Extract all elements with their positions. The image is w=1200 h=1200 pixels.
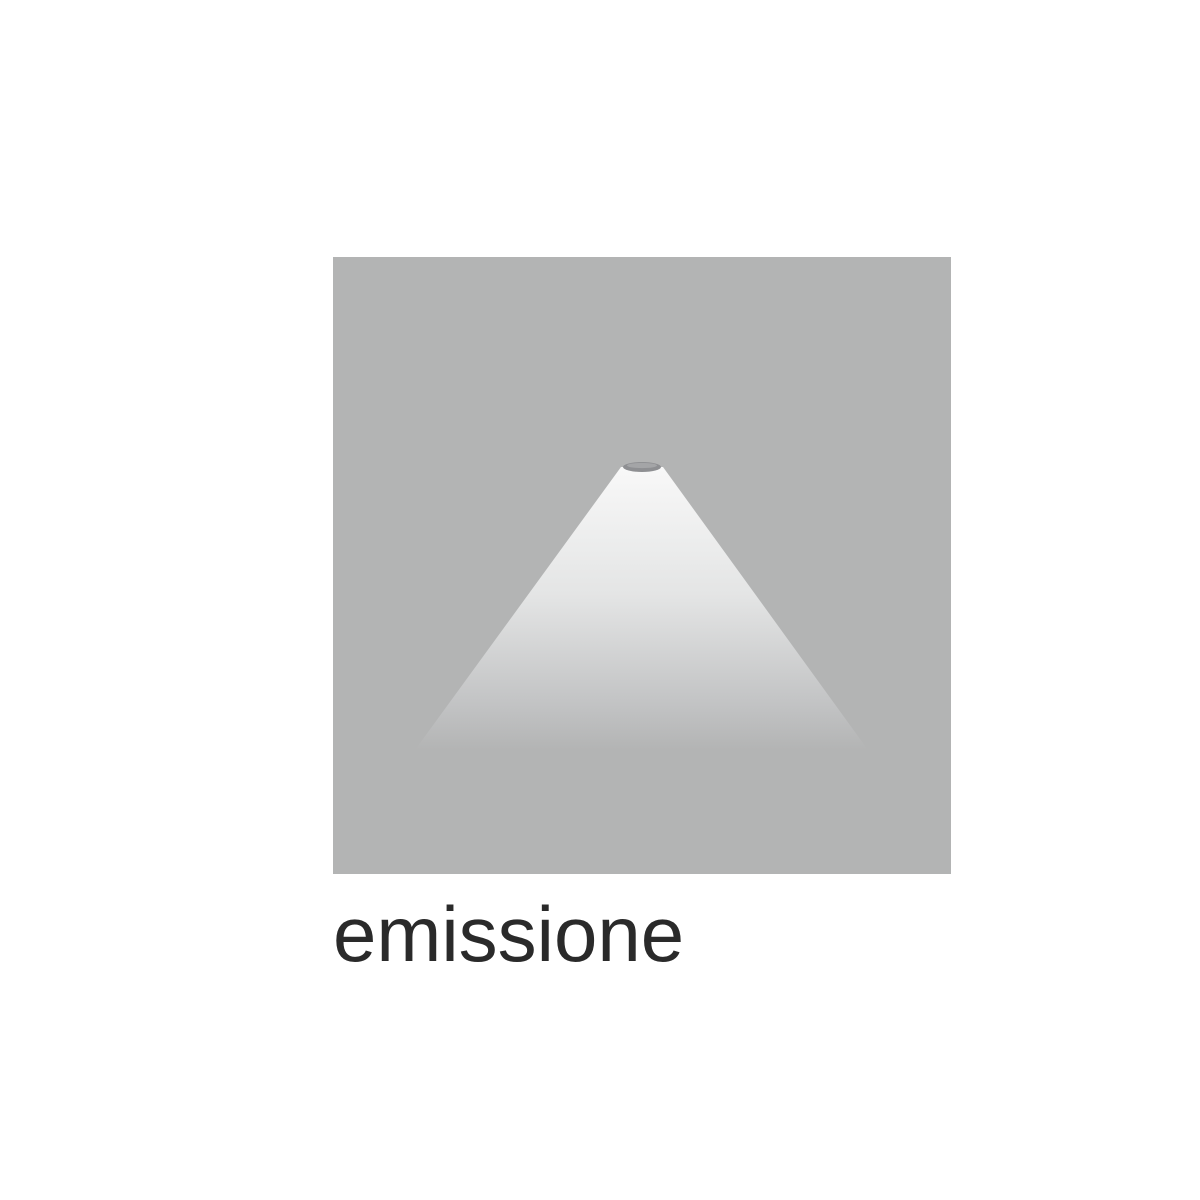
light-source-rim [627,462,657,469]
light-emission-cone-icon [415,462,868,750]
caption-label: emissione [333,890,685,978]
emission-panel [333,257,951,874]
light-beam [415,467,868,750]
